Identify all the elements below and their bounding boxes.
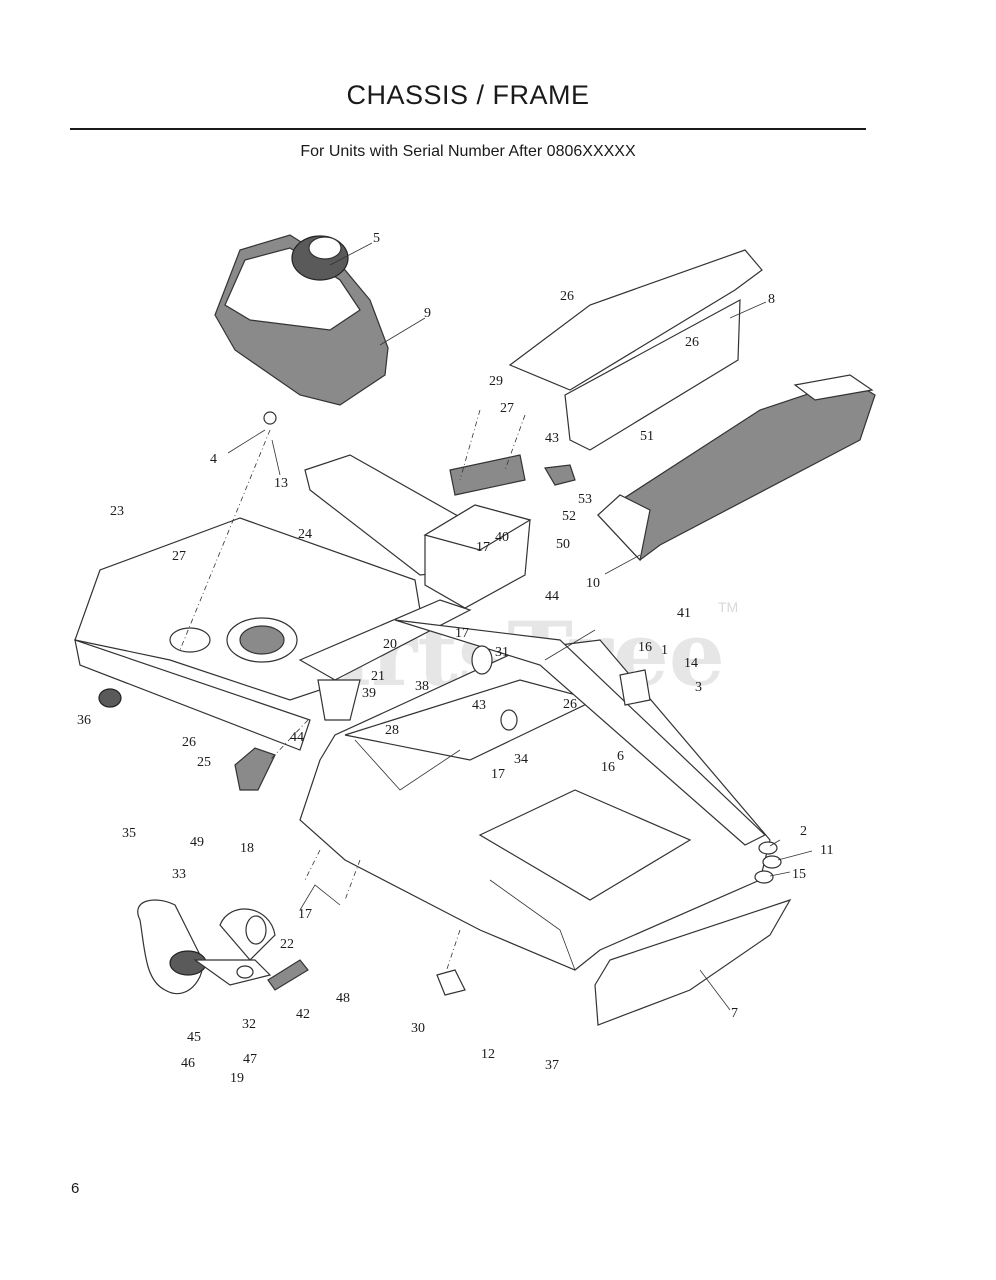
callout-26: 26 — [182, 735, 196, 750]
callout-4: 4 — [210, 452, 217, 467]
callout-51: 51 — [640, 429, 654, 444]
callout-28: 28 — [385, 723, 399, 738]
callout-17: 17 — [476, 540, 490, 555]
callout-6: 6 — [617, 749, 624, 764]
callout-26: 26 — [563, 697, 577, 712]
callout-38: 38 — [415, 679, 429, 694]
callout-47: 47 — [243, 1052, 257, 1067]
fuel-tank — [214, 234, 389, 406]
callout-3: 3 — [695, 680, 702, 695]
assembly-lines — [179, 409, 526, 976]
callout-41: 41 — [677, 606, 691, 621]
belt-pulley-assembly — [137, 899, 309, 995]
callout-7: 7 — [731, 1006, 738, 1021]
callout-2: 2 — [800, 824, 807, 839]
callout-35: 35 — [122, 826, 136, 841]
callout-50: 50 — [556, 537, 570, 552]
callout-22: 22 — [280, 937, 294, 952]
callout-24: 24 — [298, 527, 312, 542]
callout-18: 18 — [240, 841, 254, 856]
callout-46: 46 — [181, 1056, 195, 1071]
callout-25: 25 — [197, 755, 211, 770]
callout-11: 11 — [820, 843, 833, 858]
callout-49: 49 — [190, 835, 204, 850]
title-divider — [70, 128, 866, 130]
callout-8: 8 — [768, 292, 775, 307]
callout-33: 33 — [172, 867, 186, 882]
callout-43: 43 — [545, 431, 559, 446]
battery-box — [423, 504, 532, 609]
callout-34: 34 — [514, 752, 528, 767]
callout-16: 16 — [638, 640, 652, 655]
callout-17: 17 — [455, 626, 469, 641]
callout-20: 20 — [383, 637, 397, 652]
callout-17: 17 — [491, 767, 505, 782]
callout-21: 21 — [371, 669, 385, 684]
page-subtitle: For Units with Serial Number After 0806X… — [300, 143, 636, 160]
callout-39: 39 — [362, 686, 376, 701]
callout-45: 45 — [187, 1030, 201, 1045]
callout-37: 37 — [545, 1058, 559, 1073]
callout-labels: 5 9 4 13 26 8 26 29 27 43 51 53 52 40 17… — [77, 231, 833, 1086]
callout-1: 1 — [661, 643, 668, 658]
callout-40: 40 — [495, 530, 509, 545]
page-title: CHASSIS / FRAME — [346, 80, 590, 110]
callout-42: 42 — [296, 1007, 310, 1022]
watermark-trademark: TM — [718, 599, 738, 615]
callout-53: 53 — [578, 492, 592, 507]
callout-19: 19 — [230, 1071, 244, 1086]
callout-29: 29 — [489, 374, 503, 389]
callout-15: 15 — [792, 867, 806, 882]
rear-plate — [594, 898, 792, 1026]
callout-36: 36 — [77, 713, 91, 728]
callout-48: 48 — [336, 991, 350, 1006]
main-frame — [299, 639, 771, 971]
callout-44: 44 — [290, 730, 304, 745]
callout-10: 10 — [586, 576, 600, 591]
callout-13: 13 — [274, 476, 288, 491]
callout-5: 5 — [373, 231, 380, 246]
callout-9: 9 — [424, 306, 431, 321]
callout-27: 27 — [172, 549, 186, 564]
callout-27: 27 — [500, 401, 514, 416]
dash-panel — [508, 249, 763, 451]
callout-52: 52 — [562, 509, 576, 524]
small-hardware — [98, 411, 782, 996]
callout-26: 26 — [560, 289, 574, 304]
callout-17: 17 — [298, 907, 312, 922]
callout-44: 44 — [545, 589, 559, 604]
callout-30: 30 — [411, 1021, 425, 1036]
page-number: 6 — [71, 1180, 80, 1197]
callout-26: 26 — [685, 335, 699, 350]
callout-12: 12 — [481, 1047, 495, 1062]
callout-16: 16 — [601, 760, 615, 775]
callout-23: 23 — [110, 504, 124, 519]
callout-14: 14 — [684, 656, 698, 671]
callout-leaders — [227, 242, 813, 1011]
foot-grille — [597, 374, 876, 562]
callout-32: 32 — [242, 1017, 256, 1032]
callout-43: 43 — [472, 698, 486, 713]
callout-31: 31 — [495, 645, 509, 660]
